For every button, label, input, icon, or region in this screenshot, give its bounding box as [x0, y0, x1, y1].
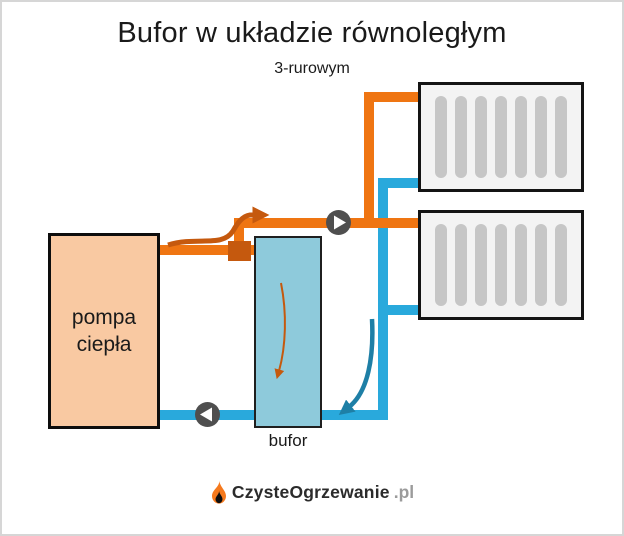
radiator-fin — [495, 96, 507, 178]
footer-logo: CzysteOgrzewanie.pl — [0, 478, 624, 506]
radiator-fin — [515, 96, 527, 178]
pipe-return-radiator2 — [378, 305, 422, 315]
pipe-supply-radiator1 — [364, 92, 422, 102]
diagram-title: Bufor w układzie równoległym — [117, 17, 507, 49]
pump-icon-return — [195, 402, 220, 427]
pump-icon-supply — [326, 210, 351, 235]
buffer-tank — [254, 236, 322, 428]
pipe-return-radiator1 — [378, 178, 422, 188]
radiator-fin — [535, 96, 547, 178]
radiator-fin — [455, 224, 467, 306]
radiator-fin — [475, 96, 487, 178]
radiator-fin — [455, 96, 467, 178]
radiator-fin — [435, 224, 447, 306]
radiator-fin — [515, 224, 527, 306]
pipe-supply-heat-pump — [155, 245, 257, 255]
pipe-supply-riser-radiator1 — [364, 92, 374, 228]
radiator-fin — [495, 224, 507, 306]
footer-brand: CzysteOgrzewanie — [231, 481, 390, 502]
pipe-return-riser — [378, 178, 388, 420]
radiator-fin — [555, 96, 567, 178]
radiator-fin — [535, 224, 547, 306]
heat-pump-label: pompa ciepła — [71, 305, 137, 356]
return-flow-arrow — [338, 318, 375, 416]
radiator-fin — [435, 96, 447, 178]
diagram-subtitle: 3-rurowym — [274, 60, 350, 77]
radiator-fin — [555, 224, 567, 306]
pipe-tee-connector — [228, 241, 251, 261]
radiator-1 — [418, 82, 584, 192]
heat-pump-box: pompa ciepła — [48, 233, 160, 429]
footer-tld: .pl — [393, 481, 415, 502]
radiator-fin — [475, 224, 487, 306]
radiator-2 — [418, 210, 584, 320]
buffer-label: bufor — [268, 431, 308, 450]
flame-icon — [211, 480, 226, 504]
pipe-return-to-buffer — [314, 410, 388, 420]
